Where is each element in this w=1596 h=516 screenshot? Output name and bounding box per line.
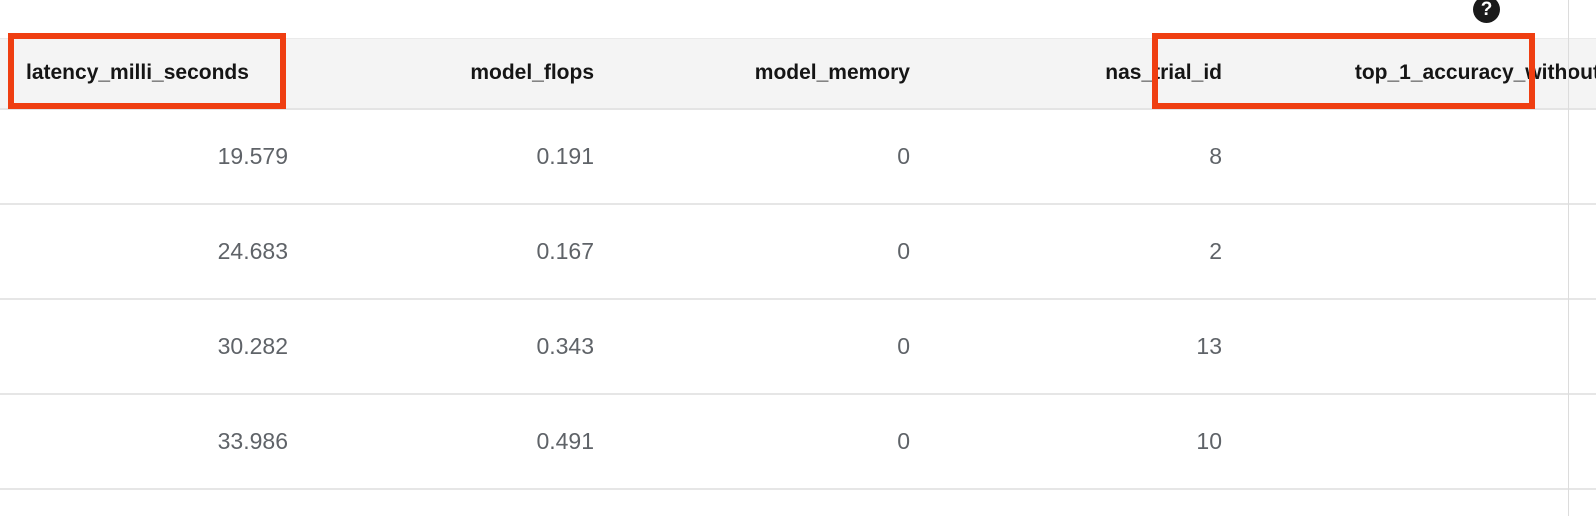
cell-top-1-accuracy-without-latency: 0.678	[1244, 298, 1596, 395]
cell-top-1-accuracy-without-latency: 0.647	[1244, 203, 1596, 300]
cell-nas-trial-id: 8	[932, 108, 1244, 205]
cell-model-flops: 0.191	[310, 108, 616, 205]
table-header: latency_milli_seconds model_flops model_…	[0, 38, 1596, 110]
column-header-top-1-accuracy-without-latency[interactable]: top_1_accuracy_without_latency	[1244, 38, 1596, 110]
cell-latency-milli-seconds: 33.986	[0, 393, 310, 490]
table-top-strip	[0, 0, 1596, 38]
column-header-model-memory[interactable]: model_memory	[616, 38, 932, 110]
cell-top-1-accuracy-without-latency: 0.643	[1244, 108, 1596, 205]
cell-model-memory: 0	[616, 203, 932, 300]
table-row[interactable]: 19.579 0.191 0 8 0.643	[0, 108, 1596, 205]
cell-model-flops: 0.167	[310, 203, 616, 300]
column-header-model-flops[interactable]: model_flops	[310, 38, 616, 110]
results-table: latency_milli_seconds model_flops model_…	[0, 38, 1596, 490]
cell-model-flops: 0.491	[310, 393, 616, 490]
cell-latency-milli-seconds: 30.282	[0, 298, 310, 395]
cell-model-flops: 0.343	[310, 298, 616, 395]
cell-nas-trial-id: 10	[932, 393, 1244, 490]
column-header-nas-trial-id[interactable]: nas_trial_id	[932, 38, 1244, 110]
column-header-latency-milli-seconds[interactable]: latency_milli_seconds	[0, 38, 310, 110]
cell-model-memory: 0	[616, 393, 932, 490]
cell-top-1-accuracy-without-latency: 0.672	[1244, 393, 1596, 490]
cell-model-memory: 0	[616, 298, 932, 395]
table-row[interactable]: 30.282 0.343 0 13 0.678	[0, 298, 1596, 395]
cell-latency-milli-seconds: 19.579	[0, 108, 310, 205]
table-header-row: latency_milli_seconds model_flops model_…	[0, 38, 1596, 110]
table-row[interactable]: 33.986 0.491 0 10 0.672	[0, 393, 1596, 490]
table-body: 19.579 0.191 0 8 0.643 24.683 0.167 0 2 …	[0, 108, 1596, 490]
cell-nas-trial-id: 2	[932, 203, 1244, 300]
cell-model-memory: 0	[616, 108, 932, 205]
help-question-icon[interactable]: ?	[1473, 0, 1500, 23]
cell-nas-trial-id: 13	[932, 298, 1244, 395]
cell-latency-milli-seconds: 24.683	[0, 203, 310, 300]
table-row[interactable]: 24.683 0.167 0 2 0.647	[0, 203, 1596, 300]
column-divider	[1568, 0, 1569, 516]
